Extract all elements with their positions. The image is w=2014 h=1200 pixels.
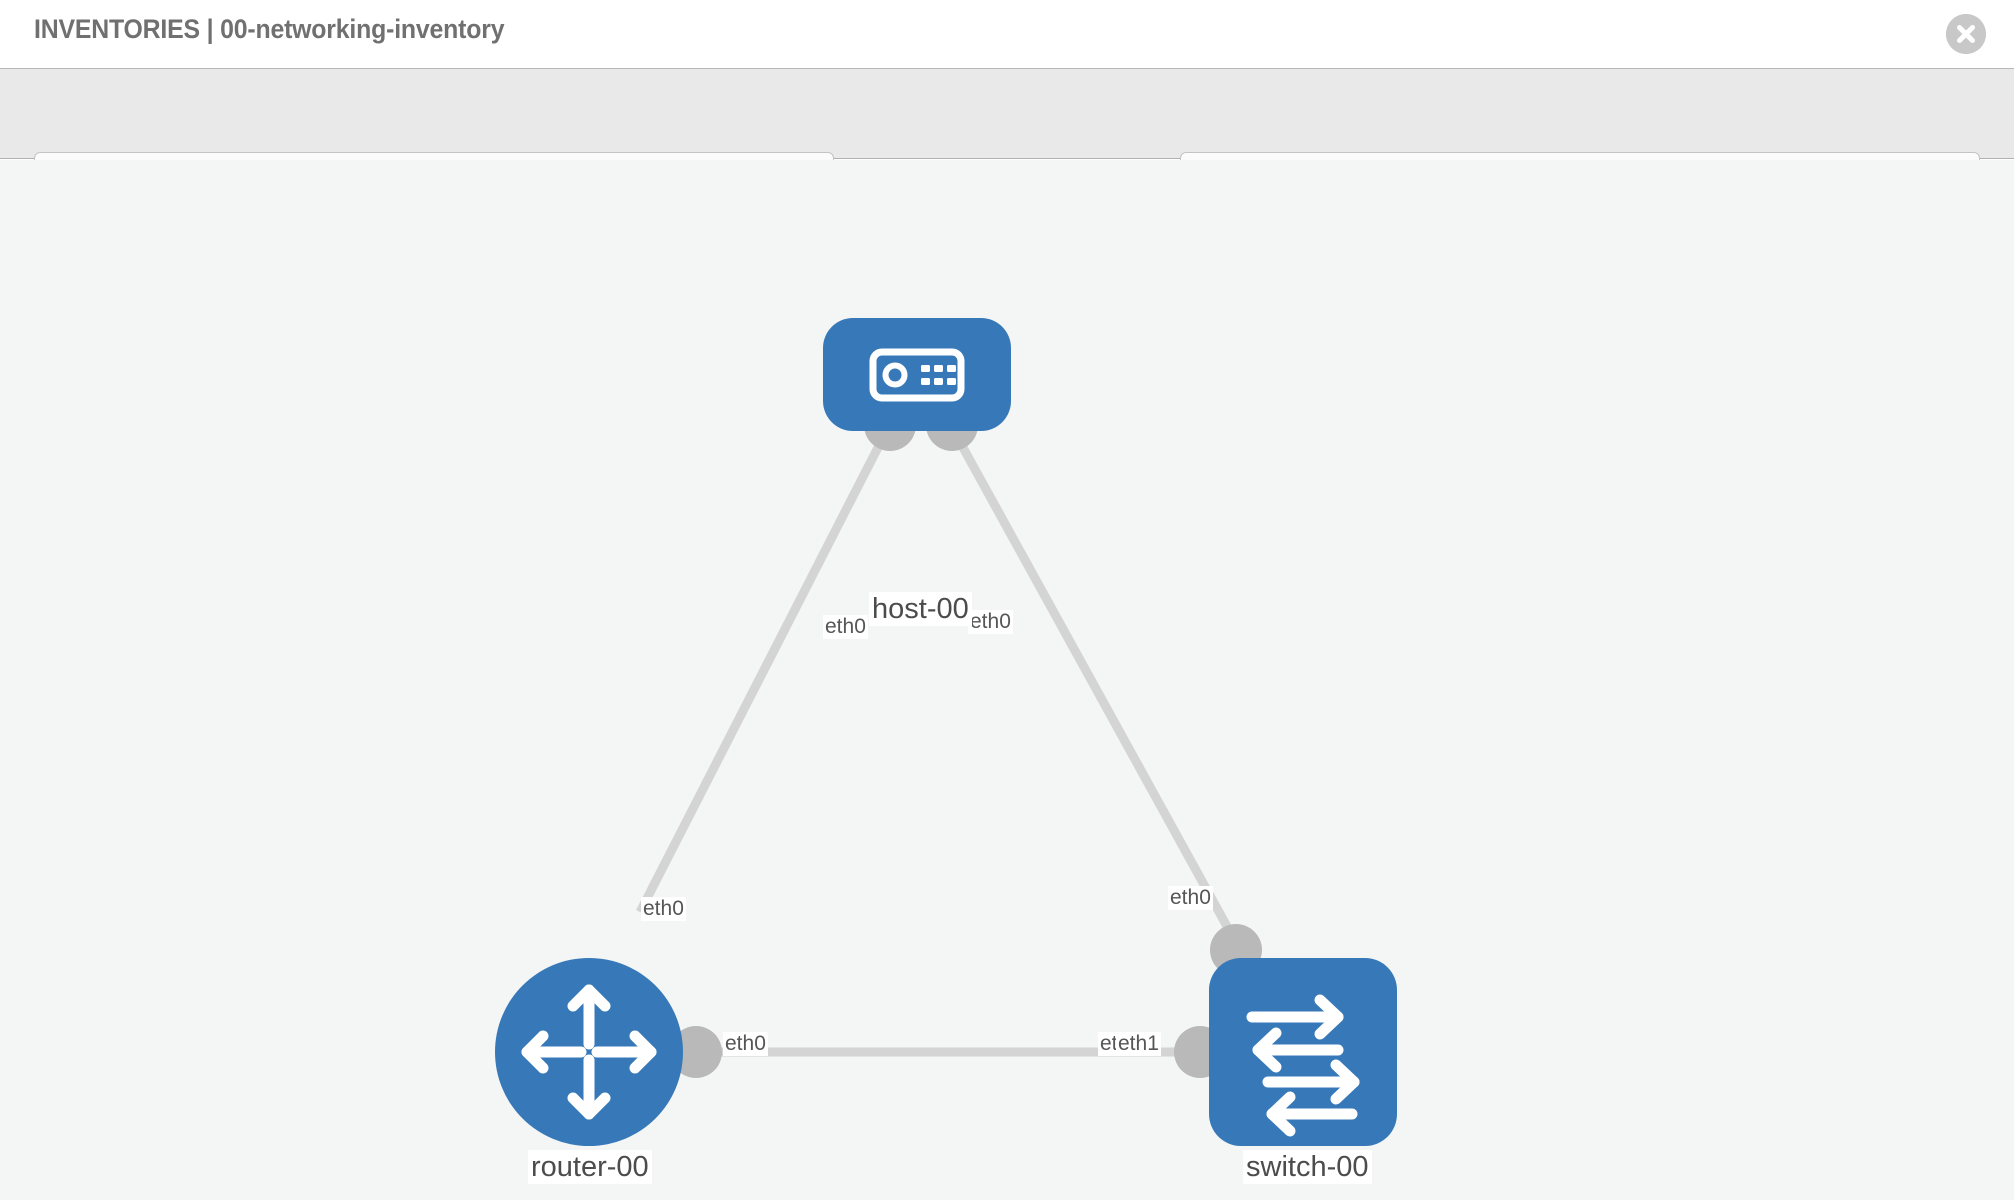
router-icon bbox=[521, 984, 657, 1120]
topology-canvas[interactable]: eth0 eth0 eth0 eth0 eth0 eth0 eth1 host-… bbox=[0, 160, 2014, 1200]
close-icon bbox=[1946, 14, 1986, 54]
page-header: INVENTORIES | 00-networking-inventory bbox=[0, 0, 2014, 69]
topology-ports bbox=[670, 399, 1262, 1078]
topology-graph bbox=[495, 318, 1397, 1146]
node-host-00[interactable] bbox=[823, 318, 1011, 431]
close-button[interactable] bbox=[1946, 14, 1986, 54]
port-nub[interactable] bbox=[670, 1026, 722, 1078]
toolbar: ACTIONS SEARCH bbox=[0, 69, 2014, 202]
page-title: INVENTORIES | 00-networking-inventory bbox=[34, 14, 505, 44]
node-label-host-00: host-00 bbox=[869, 592, 972, 626]
edge-label: eth0 bbox=[968, 610, 1013, 634]
edge-host00-switch00[interactable] bbox=[946, 421, 1244, 953]
topology-edges bbox=[635, 421, 1244, 1057]
edge-label: eth1 bbox=[1116, 1032, 1161, 1056]
node-switch-00[interactable] bbox=[1209, 958, 1397, 1146]
edge-label: eth0 bbox=[823, 615, 868, 639]
edge-label: eth0 bbox=[1168, 886, 1213, 910]
node-label-switch-00: switch-00 bbox=[1243, 1150, 1372, 1184]
edge-host00-router00[interactable] bbox=[635, 421, 895, 915]
server-icon bbox=[869, 348, 965, 402]
edge-label: eth0 bbox=[641, 897, 686, 921]
switch-icon bbox=[1246, 994, 1360, 1137]
node-label-router-00: router-00 bbox=[528, 1150, 652, 1184]
edge-label: eth0 bbox=[723, 1032, 768, 1056]
node-router-00[interactable] bbox=[495, 958, 683, 1146]
